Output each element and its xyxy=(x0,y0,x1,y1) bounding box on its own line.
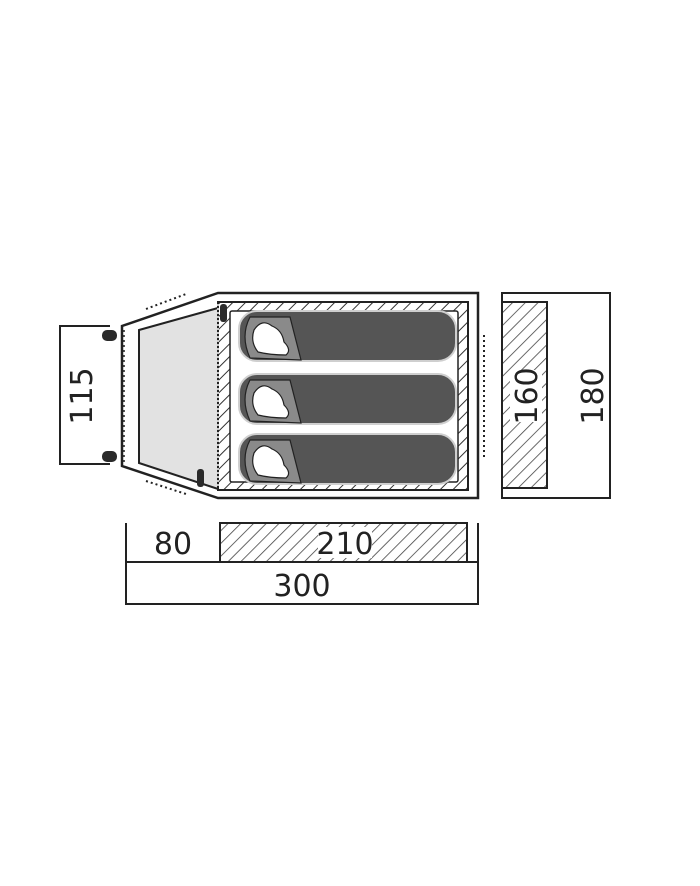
tent-pole-icon xyxy=(197,469,204,487)
tent-pole-icon xyxy=(102,451,117,462)
dimension-vestibule-width: 115 xyxy=(59,325,110,465)
length-outer-box xyxy=(125,523,479,605)
tent-poles xyxy=(102,304,227,487)
tent-pole-icon xyxy=(220,304,227,322)
vestibule-area xyxy=(138,306,219,491)
sleeping-bag-icon xyxy=(238,373,457,425)
dimension-label-300: 300 xyxy=(273,569,330,604)
dimension-label-160: 160 xyxy=(510,367,545,424)
dimension-label-210: 210 xyxy=(316,527,373,562)
tent-pole-icon xyxy=(102,330,117,341)
sleeping-bags xyxy=(238,310,457,485)
dimension-label-80: 80 xyxy=(154,527,192,562)
dimension-length: 80 210 300 xyxy=(125,522,479,605)
sleeping-bag-icon xyxy=(238,310,457,362)
dimension-side-profile: 160 180 xyxy=(501,292,611,499)
dimension-label-115: 115 xyxy=(65,367,100,424)
guy-lines xyxy=(145,293,485,495)
dimension-label-180: 180 xyxy=(576,367,611,424)
sleeping-bag-icon xyxy=(238,433,457,485)
